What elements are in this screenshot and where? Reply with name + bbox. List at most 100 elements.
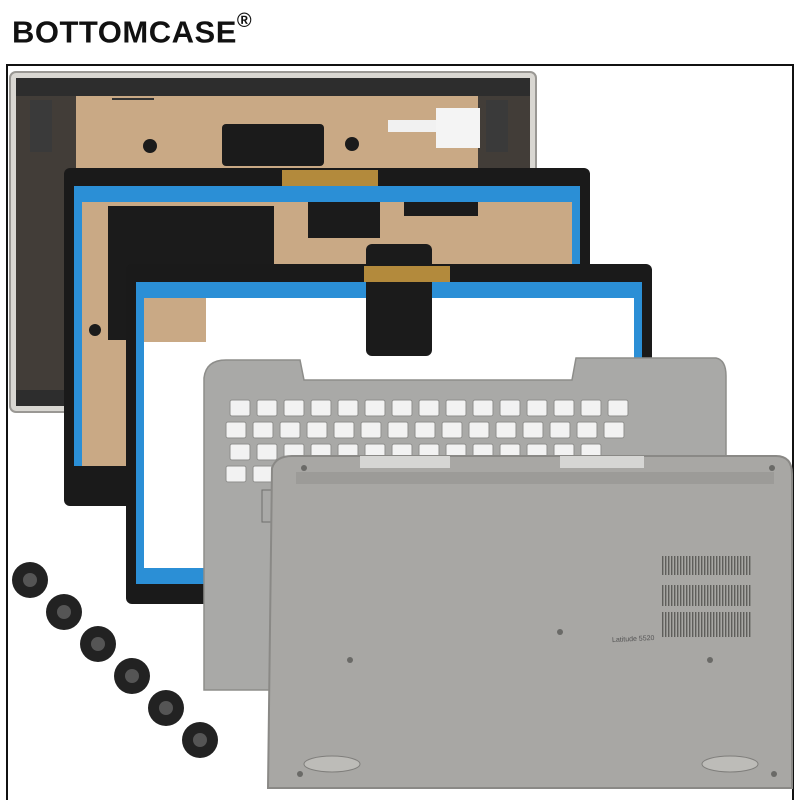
vent-slot	[716, 585, 718, 606]
keyboard-hole	[337, 399, 359, 417]
keyboard-hole	[522, 421, 544, 439]
screw-hole	[193, 733, 207, 747]
keyboard-hole	[279, 421, 301, 439]
vent-slot	[728, 585, 730, 606]
keyboard-hole	[468, 421, 490, 439]
vent-slot	[746, 612, 748, 637]
vent-slot	[677, 585, 679, 606]
vent-slot	[743, 612, 745, 637]
vent-slot	[701, 556, 703, 575]
vent-slot	[674, 585, 676, 606]
vent-slot	[719, 585, 721, 606]
vent-slot	[683, 585, 685, 606]
vent-slot	[665, 612, 667, 637]
keyboard-hole	[441, 421, 463, 439]
vent-slot	[713, 612, 715, 637]
vent-slot	[683, 612, 685, 637]
keyboard-hole	[526, 399, 548, 417]
vent-slot	[731, 585, 733, 606]
vent-slot	[731, 556, 733, 575]
keyboard-hole	[252, 421, 274, 439]
vent-slot	[704, 585, 706, 606]
vent-slot	[668, 585, 670, 606]
brand-logo: BOTTOMCASE®	[12, 10, 252, 50]
keyboard-hole	[364, 399, 386, 417]
vent-slot	[737, 612, 739, 637]
screw-hole	[23, 573, 37, 587]
keyboard-hole	[225, 421, 247, 439]
vent-slot	[668, 556, 670, 575]
screw-hole	[159, 701, 173, 715]
keyboard-hole	[499, 399, 521, 417]
vent-slot	[746, 556, 748, 575]
vent-slot	[695, 556, 697, 575]
keyboard-hole	[387, 421, 409, 439]
keyboard-hole	[225, 465, 247, 483]
vent-slot	[689, 612, 691, 637]
vent-slot	[749, 556, 751, 575]
keyboard-hole	[229, 443, 251, 461]
brand-name: BOTTOMCASE	[12, 14, 237, 50]
bottom-case	[266, 455, 793, 789]
vent-slot	[734, 612, 736, 637]
keyboard-hole	[553, 399, 575, 417]
vent-slot	[740, 556, 742, 575]
keyboard-hole	[360, 421, 382, 439]
vent-slot	[749, 585, 751, 606]
vent-slot	[746, 585, 748, 606]
vent-slot	[722, 612, 724, 637]
registered-mark: ®	[236, 10, 253, 32]
vent-slot	[707, 612, 709, 637]
vent-slot	[737, 556, 739, 575]
keyboard-hole	[418, 399, 440, 417]
vent-slot	[728, 556, 730, 575]
keyboard-hole	[580, 399, 602, 417]
vent-slot	[665, 585, 667, 606]
keyboard-hole	[252, 465, 274, 483]
vent-slot	[725, 585, 727, 606]
vent-slot	[671, 585, 673, 606]
keyboard-hole	[256, 443, 278, 461]
vent-slot	[689, 556, 691, 575]
vent-slot	[740, 612, 742, 637]
vent-slot	[722, 556, 724, 575]
screw-hole	[57, 605, 71, 619]
vent-slot	[704, 556, 706, 575]
vent-slot	[680, 612, 682, 637]
vent-slot	[725, 612, 727, 637]
vent-slot	[677, 556, 679, 575]
lid-sticker	[436, 108, 480, 148]
vent-slot	[674, 556, 676, 575]
keyboard-hole	[306, 421, 328, 439]
vent-slot	[716, 612, 718, 637]
vent-slot	[710, 585, 712, 606]
vent-slot	[686, 612, 688, 637]
vent-slot	[707, 556, 709, 575]
vent-slot	[725, 556, 727, 575]
vent-slot	[692, 585, 694, 606]
vent-slot	[713, 556, 715, 575]
vent-slot	[662, 612, 664, 637]
vent-slot	[731, 612, 733, 637]
vent-slot	[698, 585, 700, 606]
vent-slot	[722, 585, 724, 606]
keyboard-hole	[283, 399, 305, 417]
keyboard-hole	[603, 421, 625, 439]
vent-slot	[668, 612, 670, 637]
vent-slot	[671, 612, 673, 637]
keyboard-hole	[549, 421, 571, 439]
vent-slot	[662, 556, 664, 575]
vent-slot	[680, 585, 682, 606]
vent-slot	[692, 556, 694, 575]
vent-slot	[695, 612, 697, 637]
vent-slot	[728, 612, 730, 637]
vent-slot	[704, 612, 706, 637]
keyboard-hole	[256, 399, 278, 417]
vent-slot	[698, 612, 700, 637]
vent-slot	[719, 612, 721, 637]
keyboard-hole	[310, 399, 332, 417]
keyboard-hole	[576, 421, 598, 439]
vent-slot	[677, 612, 679, 637]
vent-slot	[680, 556, 682, 575]
